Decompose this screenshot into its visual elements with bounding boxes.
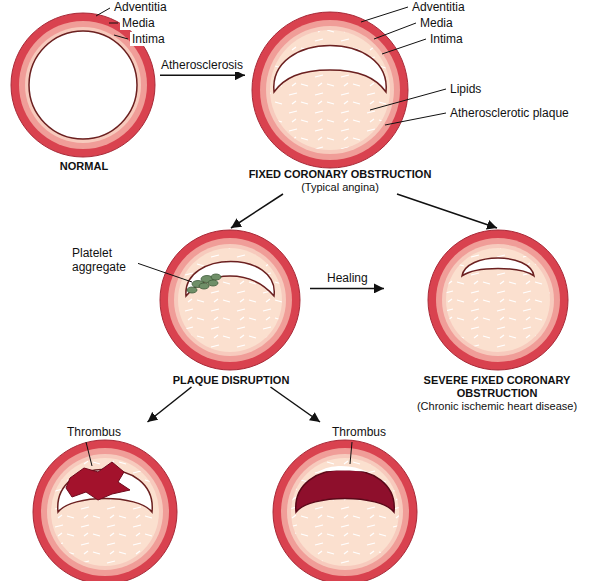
stage-node: Thrombus	[35, 422, 185, 581]
lipid-streaks	[178, 248, 282, 352]
plaque	[270, 30, 390, 150]
adventitia-ring	[273, 440, 417, 581]
lipid-streaks	[446, 248, 550, 352]
lumen	[274, 46, 386, 93]
plaque-disruption-artery	[160, 230, 300, 370]
intima-ring	[47, 454, 163, 570]
stage-caption: PLAQUE DISRUPTION	[152, 374, 310, 387]
media-ring	[260, 20, 400, 160]
leader-line	[370, 89, 446, 110]
label-row: Thrombus	[35, 422, 185, 440]
intima-ring	[266, 26, 394, 154]
lumen	[29, 31, 137, 139]
platelet	[187, 287, 197, 293]
part-label: Atherosclerotic plaque	[448, 106, 571, 120]
plaque	[178, 248, 282, 352]
adventitia-ring	[160, 230, 300, 370]
adventitia-ring	[33, 440, 177, 581]
leader-line	[86, 442, 92, 466]
stage-subcaption: (Chronic ischemic heart disease)	[384, 400, 610, 413]
platelet	[208, 280, 218, 286]
stage-node: PLAQUE DISRUPTION	[152, 228, 310, 387]
stage-arrow	[148, 387, 192, 422]
leader-lines	[86, 7, 446, 466]
leader-line	[109, 23, 118, 24]
platelet-aggregate	[187, 274, 221, 293]
arrow-label: Healing	[325, 271, 370, 285]
leader-line	[374, 23, 416, 39]
media-ring	[281, 448, 409, 576]
stage-node: Thrombus	[275, 422, 425, 581]
stage-node: FIXED CORONARY OBSTRUCTION(Typical angin…	[245, 8, 435, 194]
stage-arrow	[310, 288, 384, 290]
label-row: Thrombus	[275, 422, 425, 440]
media-ring	[436, 238, 560, 362]
stage-caption: FIXED CORONARY OBSTRUCTION	[245, 168, 435, 181]
stage-caption: NORMAL	[8, 160, 160, 173]
part-label: Adventitia	[410, 0, 467, 14]
media-ring	[41, 448, 169, 576]
part-label: Intima	[130, 32, 167, 46]
part-label: Lipids	[448, 82, 483, 96]
thrombus-label: Thrombus	[330, 425, 388, 439]
leader-line	[96, 8, 110, 16]
media-ring	[168, 238, 292, 362]
artery-space	[35, 440, 185, 581]
stage-arrow	[160, 74, 245, 76]
stage-subcaption: (Typical angina)	[245, 181, 435, 194]
plaque	[51, 458, 159, 566]
thrombus	[66, 462, 130, 500]
intima-ring	[25, 27, 141, 143]
lipid-streaks	[291, 458, 399, 566]
stage-node: SEVERE FIXED CORONARY OBSTRUCTION(Chroni…	[384, 228, 610, 413]
platelet	[211, 274, 221, 280]
stage-caption: SEVERE FIXED CORONARY OBSTRUCTION	[384, 374, 610, 400]
lumen	[186, 262, 274, 297]
platelet	[199, 283, 209, 289]
occlusive-thrombus-artery	[273, 440, 417, 581]
intima-ring	[174, 244, 286, 356]
stage-arrow	[271, 387, 321, 422]
part-label: Media	[418, 16, 455, 30]
arrow-label: Atherosclerosis	[159, 58, 245, 72]
thrombus	[296, 469, 394, 512]
leader-line	[114, 35, 128, 39]
leader-line	[350, 442, 352, 464]
plaque	[291, 458, 399, 566]
leader-line	[361, 7, 408, 22]
part-label: Adventitia	[112, 0, 169, 14]
stage-arrow	[231, 194, 283, 228]
lipid-streaks	[51, 458, 159, 566]
artery-space	[152, 228, 310, 374]
residual-lumen	[318, 466, 368, 472]
intima-ring	[442, 244, 554, 356]
leader-line	[385, 113, 446, 125]
artery-space	[245, 8, 435, 168]
stage-arrow	[397, 194, 497, 228]
adventitia-ring	[428, 230, 568, 370]
leader-line	[382, 39, 426, 54]
leader-line	[134, 262, 192, 282]
lipid-streaks	[270, 30, 390, 150]
part-label: Platelet aggregate	[70, 246, 138, 274]
media-ring	[19, 21, 147, 149]
artery-space	[384, 228, 610, 374]
part-label: Intima	[428, 32, 465, 46]
part-label: Media	[120, 16, 157, 30]
plaque	[446, 248, 550, 352]
intima-ring	[287, 454, 403, 570]
thrombus-label: Thrombus	[65, 425, 123, 439]
lumen	[462, 258, 534, 276]
artery-space	[275, 440, 425, 581]
severe-obstruction-artery	[428, 230, 568, 370]
partial-thrombus-artery	[33, 440, 177, 581]
